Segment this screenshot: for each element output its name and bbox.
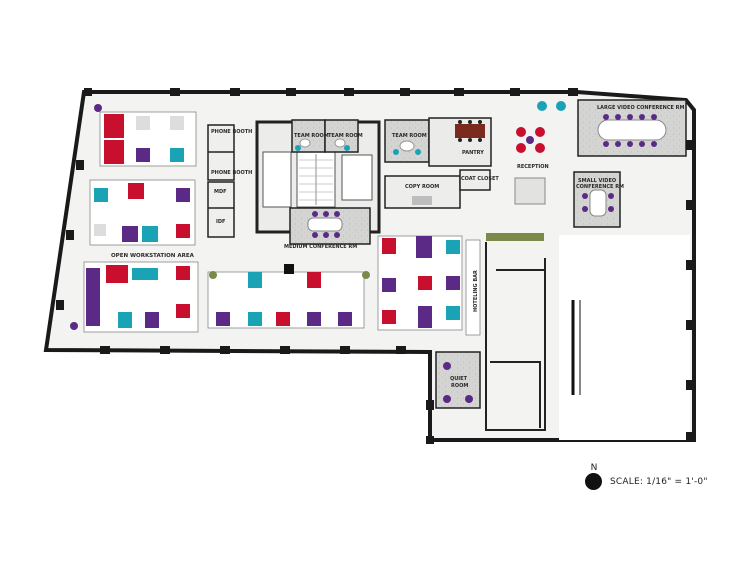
workstations: [83, 111, 463, 333]
reception-area: [514, 101, 566, 205]
mdf-label: MDF: [214, 189, 227, 195]
north-arrow-icon: [585, 473, 602, 490]
quiet-room-label-1: QUIET: [450, 376, 468, 382]
copy-room-label: COPY ROOM: [405, 184, 439, 190]
open-workstation-label: OPEN WORKSTATION AREA: [111, 253, 195, 259]
hoteling-bar-label: HOTELING BAR: [473, 270, 479, 312]
phone-booth-1-label: PHONE BOOTH: [211, 129, 252, 135]
idf-label: IDF: [216, 219, 225, 225]
medium-conference-room: [289, 207, 371, 245]
wall-columns: [56, 88, 694, 444]
scale-label: SCALE: 1/16" = 1'-0": [610, 477, 708, 487]
reception-label: RECEPTION: [517, 164, 549, 170]
coat-closet-label: COAT CLOSET: [461, 176, 499, 182]
plants: [70, 104, 370, 330]
quiet-room-label-2: ROOM: [451, 383, 468, 389]
north-arrow: N: [583, 463, 605, 493]
service-walls: [485, 242, 546, 431]
hoteling-bar: [465, 233, 544, 336]
phone-booth-2-label: PHONE BOOTH: [211, 170, 252, 176]
small-video-conference-label-2: CONFERENCE RM: [576, 184, 624, 190]
team-room-1-label: TEAM ROOM: [294, 133, 329, 139]
north-label: N: [590, 463, 598, 473]
large-video-conference-label: LARGE VIDEO CONFERENCE RM: [597, 105, 685, 111]
pantry-label: PANTRY: [462, 150, 484, 156]
unfinished-shell: [559, 235, 690, 440]
large-conference-room: [577, 99, 687, 157]
support-rooms: [207, 124, 235, 238]
medium-conference-label: MEDIUM CONFERENCE RM: [284, 244, 357, 250]
room-labels: PHONE BOOTH PHONE BOOTH MDF IDF TEAM ROO…: [111, 105, 685, 389]
pantry-area: [384, 117, 492, 209]
team-room-2-label: TEAM ROOM: [328, 133, 363, 139]
small-conference-room: [573, 171, 621, 228]
quiet-room: [435, 351, 481, 409]
small-video-conference-label-1: SMALL VIDEO: [578, 178, 616, 184]
team-room-3-label: TEAM ROOM: [392, 133, 427, 139]
